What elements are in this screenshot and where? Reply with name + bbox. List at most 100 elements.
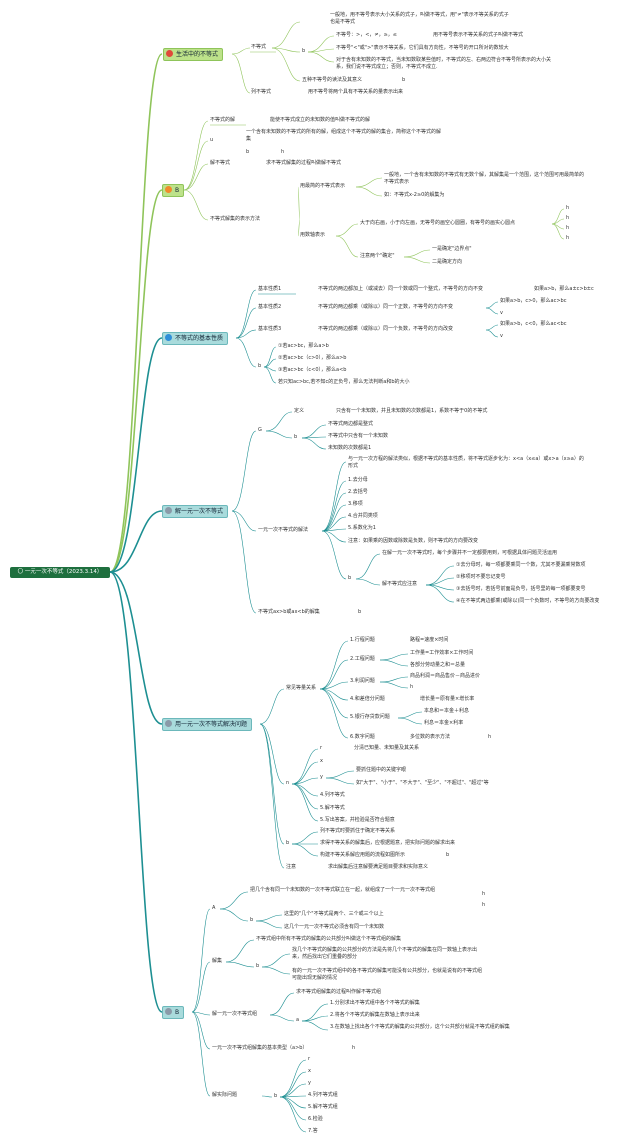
b4-axb-label: 不等式ax>b或ax<b的解集 xyxy=(258,609,320,615)
branch-3-title: 不等式的基本性质 xyxy=(175,335,224,342)
connector-line xyxy=(235,289,257,339)
root-to-branch-3 xyxy=(109,337,163,573)
connector-line xyxy=(291,831,319,845)
b4-step-5: 5.系数化为1 xyxy=(348,525,376,531)
connector-line xyxy=(219,891,249,910)
b6-prac-7: 7.答 xyxy=(308,1128,318,1134)
b6-prac-y: y xyxy=(308,1080,311,1086)
b6-basic-h: h xyxy=(352,1045,356,1051)
b6-basic-label: 一元一次不等式组解集的基本类型（a>b） xyxy=(212,1045,308,1051)
connector-line xyxy=(261,966,291,975)
connector-line xyxy=(403,256,431,264)
gray-circle-icon xyxy=(165,1008,172,1015)
b3-p2-v: v xyxy=(500,310,503,316)
b5-item-6-v2: h xyxy=(488,734,492,740)
connector-line xyxy=(355,578,381,586)
b4-note-3: ③去括号时，若括号前面是负号，括号里的每一项都要变号 xyxy=(456,586,586,592)
gray-circle-icon xyxy=(165,720,172,727)
connector-line xyxy=(319,640,349,690)
b4-feat2: 不等式中只含有一个未知数 xyxy=(328,433,389,439)
b6-set-b2: 有的一元一次不等式组中的各不等式的解集可能没有公共部分，也就是说有的不等式组可能… xyxy=(292,968,483,981)
connector-line xyxy=(191,1011,211,1097)
root-to-branch-1 xyxy=(109,53,163,573)
connector-line xyxy=(335,223,359,237)
connector-line xyxy=(265,411,293,432)
root-topic[interactable]: 〇 一元一次不等式（2023.3.14） xyxy=(10,567,110,578)
branch-3-hub[interactable]: 不等式的基本性质 xyxy=(162,332,229,345)
connector-line xyxy=(379,676,409,683)
connector-line xyxy=(269,992,295,1016)
b5-item-2-label: 2.工程问题 xyxy=(350,656,375,662)
b6-prac-r: r xyxy=(308,1056,311,1062)
b2-axis-h-1: h xyxy=(566,205,570,211)
b1-b-label: b xyxy=(302,48,306,54)
b1-signs: 不等号：>，<，≠，≥，≤ xyxy=(336,32,397,38)
connector-line xyxy=(259,723,285,785)
b4-note-1: ①去分母时，每一项都要乘同一个数，尤其不要漏乘常数项 xyxy=(456,562,586,568)
connector-line xyxy=(379,659,409,667)
b1-sign-dir: 不等号"<"或">"表示不等关系，它们具有方向性，不等号的开口所对的数较大 xyxy=(336,45,509,51)
connector-line xyxy=(255,920,283,929)
b3-p1-text: 不等式的两边都加上（或减去）同一个数或同一个整式，不等号的方向不变 xyxy=(318,286,484,292)
connector-line xyxy=(301,1015,329,1022)
connector-line xyxy=(271,47,301,53)
branch-4-title: 解一元一次不等式 xyxy=(175,508,224,515)
b2-set-h: h xyxy=(281,149,285,155)
b5-step-y1: 要抓住题中的关键字眼 xyxy=(356,767,407,773)
branch-6-hub[interactable]: B xyxy=(162,1006,185,1019)
b6-prac-6: 6.检验 xyxy=(308,1116,323,1122)
connector-line xyxy=(379,681,409,689)
b6-prac-5: 5.解不等式组 xyxy=(308,1104,338,1110)
b4-feat3: 未知数的次数都是1 xyxy=(328,445,372,451)
connector-line xyxy=(319,681,349,690)
b5-item-5-v1: 本息和＝本金＋利息 xyxy=(424,708,470,714)
b2-axis-h-3: h xyxy=(566,225,570,231)
b5-step-5: 5.解不等式 xyxy=(320,805,345,811)
b4-note-b: b xyxy=(348,575,352,581)
branch-5-hub[interactable]: 用一元一次不等式解决问题 xyxy=(162,718,253,731)
b2-set-text: 一个含有未知数的不等式的所有的解，组成这个不等式的解的集合，简称这个不等式的解集 xyxy=(246,129,442,142)
b2-axis-text: 大于向右画，小于向左画，无等号的画空心圆圈，有等号的画实心圆点 xyxy=(360,220,516,226)
connector-line xyxy=(265,430,293,439)
b3-p1-label: 基本性质1 xyxy=(258,286,282,292)
b4-method-label: 一元一次不等式的解法 xyxy=(258,527,309,533)
b1-def1: 一般地，用不等号表示大小关系的式子，叫做不等式，用"≠"表示不等关系的式子也是不… xyxy=(330,12,509,25)
connector-line xyxy=(291,783,319,810)
connector-line xyxy=(321,516,347,532)
b4-note-4: ④在不等式两边都乘(或除以)同一个负数时，不等号的方向要改变 xyxy=(456,598,600,604)
branch-4-hub[interactable]: 解一元一次不等式 xyxy=(162,505,229,518)
b3-p3-v: v xyxy=(500,333,503,339)
b2-sol-label: 不等式的解 xyxy=(210,117,236,123)
b6-a-h-1: h xyxy=(482,891,486,897)
connector-line xyxy=(231,47,251,55)
branch-1-hub[interactable]: 生活中的不等式 xyxy=(163,48,224,61)
orange-circle-icon xyxy=(165,186,172,193)
b4-method-intro: 与一元一次方程的解法类似，根据不等式的基本性质，将不等式逐步化为：x<a（x≤a… xyxy=(348,456,584,469)
b6-solve-text: 求不等式组解集的过程叫作解不等式组 xyxy=(296,989,382,995)
b2-axis-label: 用数轴表示 xyxy=(300,232,326,238)
b5-b3-b: b xyxy=(446,852,450,858)
b6-a-b2: 这几个一元一次不等式必须含有同一个未知数 xyxy=(284,924,385,930)
branch-2-hub[interactable]: B xyxy=(162,184,185,197)
connector-line xyxy=(301,437,327,450)
connector-line xyxy=(485,324,499,331)
b1-def-label: 不等式 xyxy=(251,44,267,50)
b4-step-4: 4.合并同类项 xyxy=(348,513,378,519)
connector-line xyxy=(355,186,383,197)
b4-axb-b: b xyxy=(358,609,362,615)
connector-line xyxy=(485,307,499,315)
b2-set-b: b xyxy=(246,149,250,155)
b6-solve-a: a xyxy=(296,1017,300,1023)
gray-circle-icon xyxy=(165,507,172,514)
b6-prac-x: x xyxy=(308,1068,311,1074)
connector-line xyxy=(261,953,291,968)
b2-boundary1: 一是确定"边界点" xyxy=(432,246,472,252)
connector-line xyxy=(231,510,257,532)
connector-line xyxy=(191,1011,211,1050)
b6-a-label: A xyxy=(212,905,216,911)
connector-line xyxy=(397,711,423,719)
b3-p3-label: 基本性质3 xyxy=(258,326,282,332)
b5-b3: 构建不等关系解应用题的流程如图所示 xyxy=(320,852,406,858)
connector-line xyxy=(269,1014,295,1022)
